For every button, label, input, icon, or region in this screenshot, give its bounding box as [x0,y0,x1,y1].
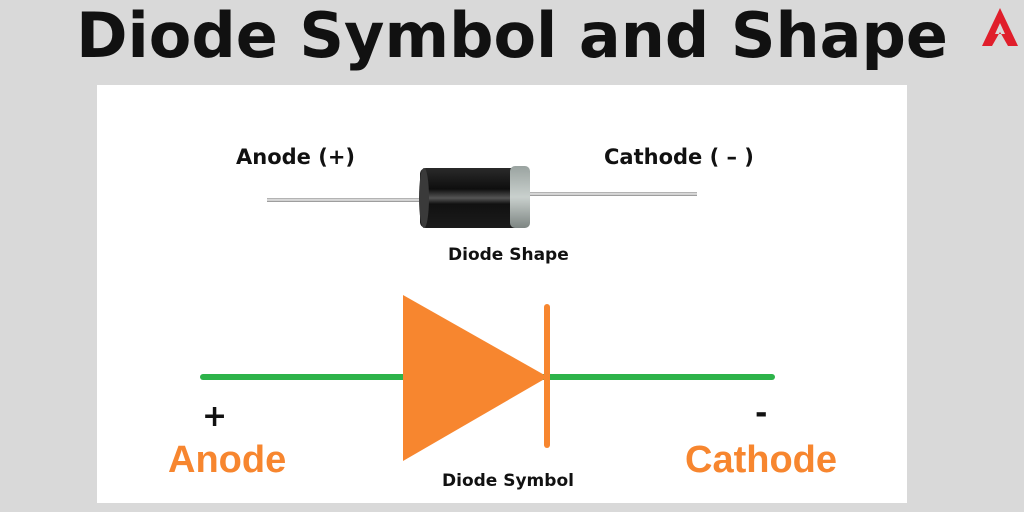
diode-shape-caption: Diode Shape [448,245,569,265]
cathode-symbol-label: Cathode [685,439,837,481]
page-title: Diode Symbol and Shape [76,0,948,72]
brand-a-logo-icon [982,8,1018,46]
plus-sign: + [202,399,228,434]
diode-illustration [200,166,775,461]
anode-symbol-label: Anode [168,439,287,481]
diode-symbol [200,295,775,461]
cathode-photo-label: Cathode ( – ) [604,145,754,169]
diode-photo [267,166,697,228]
diode-symbol-caption: Diode Symbol [442,471,574,491]
anode-photo-label: Anode (+) [236,145,356,169]
minus-sign: - [755,396,768,431]
diagram-panel: Anode (+) Cathode ( – ) Diode Shape + - … [97,85,907,503]
